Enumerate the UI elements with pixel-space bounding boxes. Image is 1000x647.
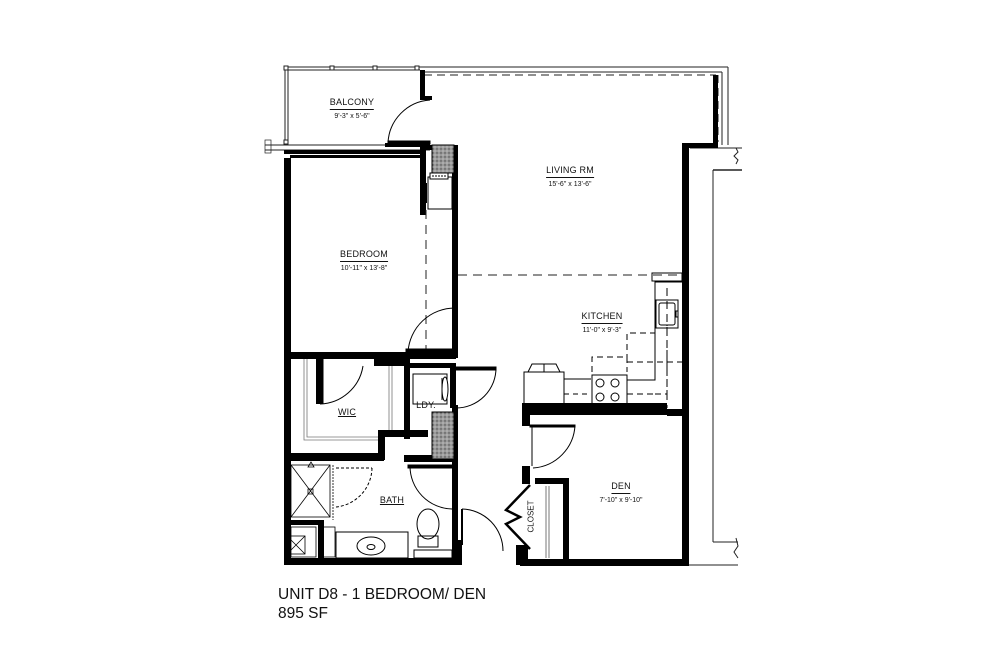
closet-bifold-door (503, 484, 531, 550)
laundry-name: LDY. (416, 400, 436, 410)
closet-shelf (545, 486, 550, 558)
den-name: DEN (611, 481, 631, 494)
walls (284, 70, 718, 566)
door-swings (319, 99, 576, 552)
kitchen-name: KITCHEN (581, 311, 623, 324)
wic-shelving (303, 359, 393, 441)
room-label-living: LIVING RM 15'-6" x 13'-6" (546, 160, 594, 189)
unit-area: 895 SF (278, 605, 328, 622)
hatched-column-lower (431, 411, 455, 460)
exterior-line (688, 147, 742, 566)
unit-title: UNIT D8 - 1 BEDROOM/ DEN (278, 586, 487, 603)
kitchen-dims: 11'-0" x 9'-3" (582, 327, 622, 334)
room-label-closet: CLOSET (526, 500, 536, 533)
wic-name: WIC (337, 407, 357, 417)
room-label-den: DEN 7'-10" x 9'-10" (599, 476, 642, 505)
toilet (413, 508, 453, 559)
bedroom-dims: 10'-11" x 13'-8" (340, 265, 388, 272)
balcony-dims: 9'-3" x 5'-6" (334, 113, 370, 120)
balcony-name: BALCONY (329, 97, 375, 110)
room-label-bath: BATH (380, 495, 404, 505)
room-label-laundry: LDY. (416, 400, 436, 410)
kitchen-fixtures (523, 272, 683, 408)
room-label-wic: WIC (338, 407, 356, 417)
shower (290, 461, 334, 520)
dashed-overhead-lines (425, 210, 682, 352)
living-dims: 15'-6" x 13'-6" (548, 181, 592, 188)
bath-vanity (335, 531, 409, 559)
washer-dryer (412, 373, 449, 405)
hvac-unit (425, 172, 454, 212)
bedroom-name: BEDROOM (340, 249, 388, 262)
overhang-outline (420, 66, 729, 145)
balcony-railing (283, 65, 420, 145)
hatched-column-upper (431, 144, 455, 174)
den-dims: 7'-10" x 9'-10" (599, 497, 643, 504)
living-name: LIVING RM (546, 165, 594, 178)
bath-name: BATH (379, 495, 405, 505)
room-label-balcony: BALCONY 9'-3" x 5'-6" (329, 92, 375, 121)
room-label-bedroom: BEDROOM 10'-11" x 13'-8" (340, 244, 388, 273)
linen-closet (286, 526, 336, 558)
room-label-kitchen: KITCHEN 11'-0" x 9'-3" (581, 306, 623, 335)
